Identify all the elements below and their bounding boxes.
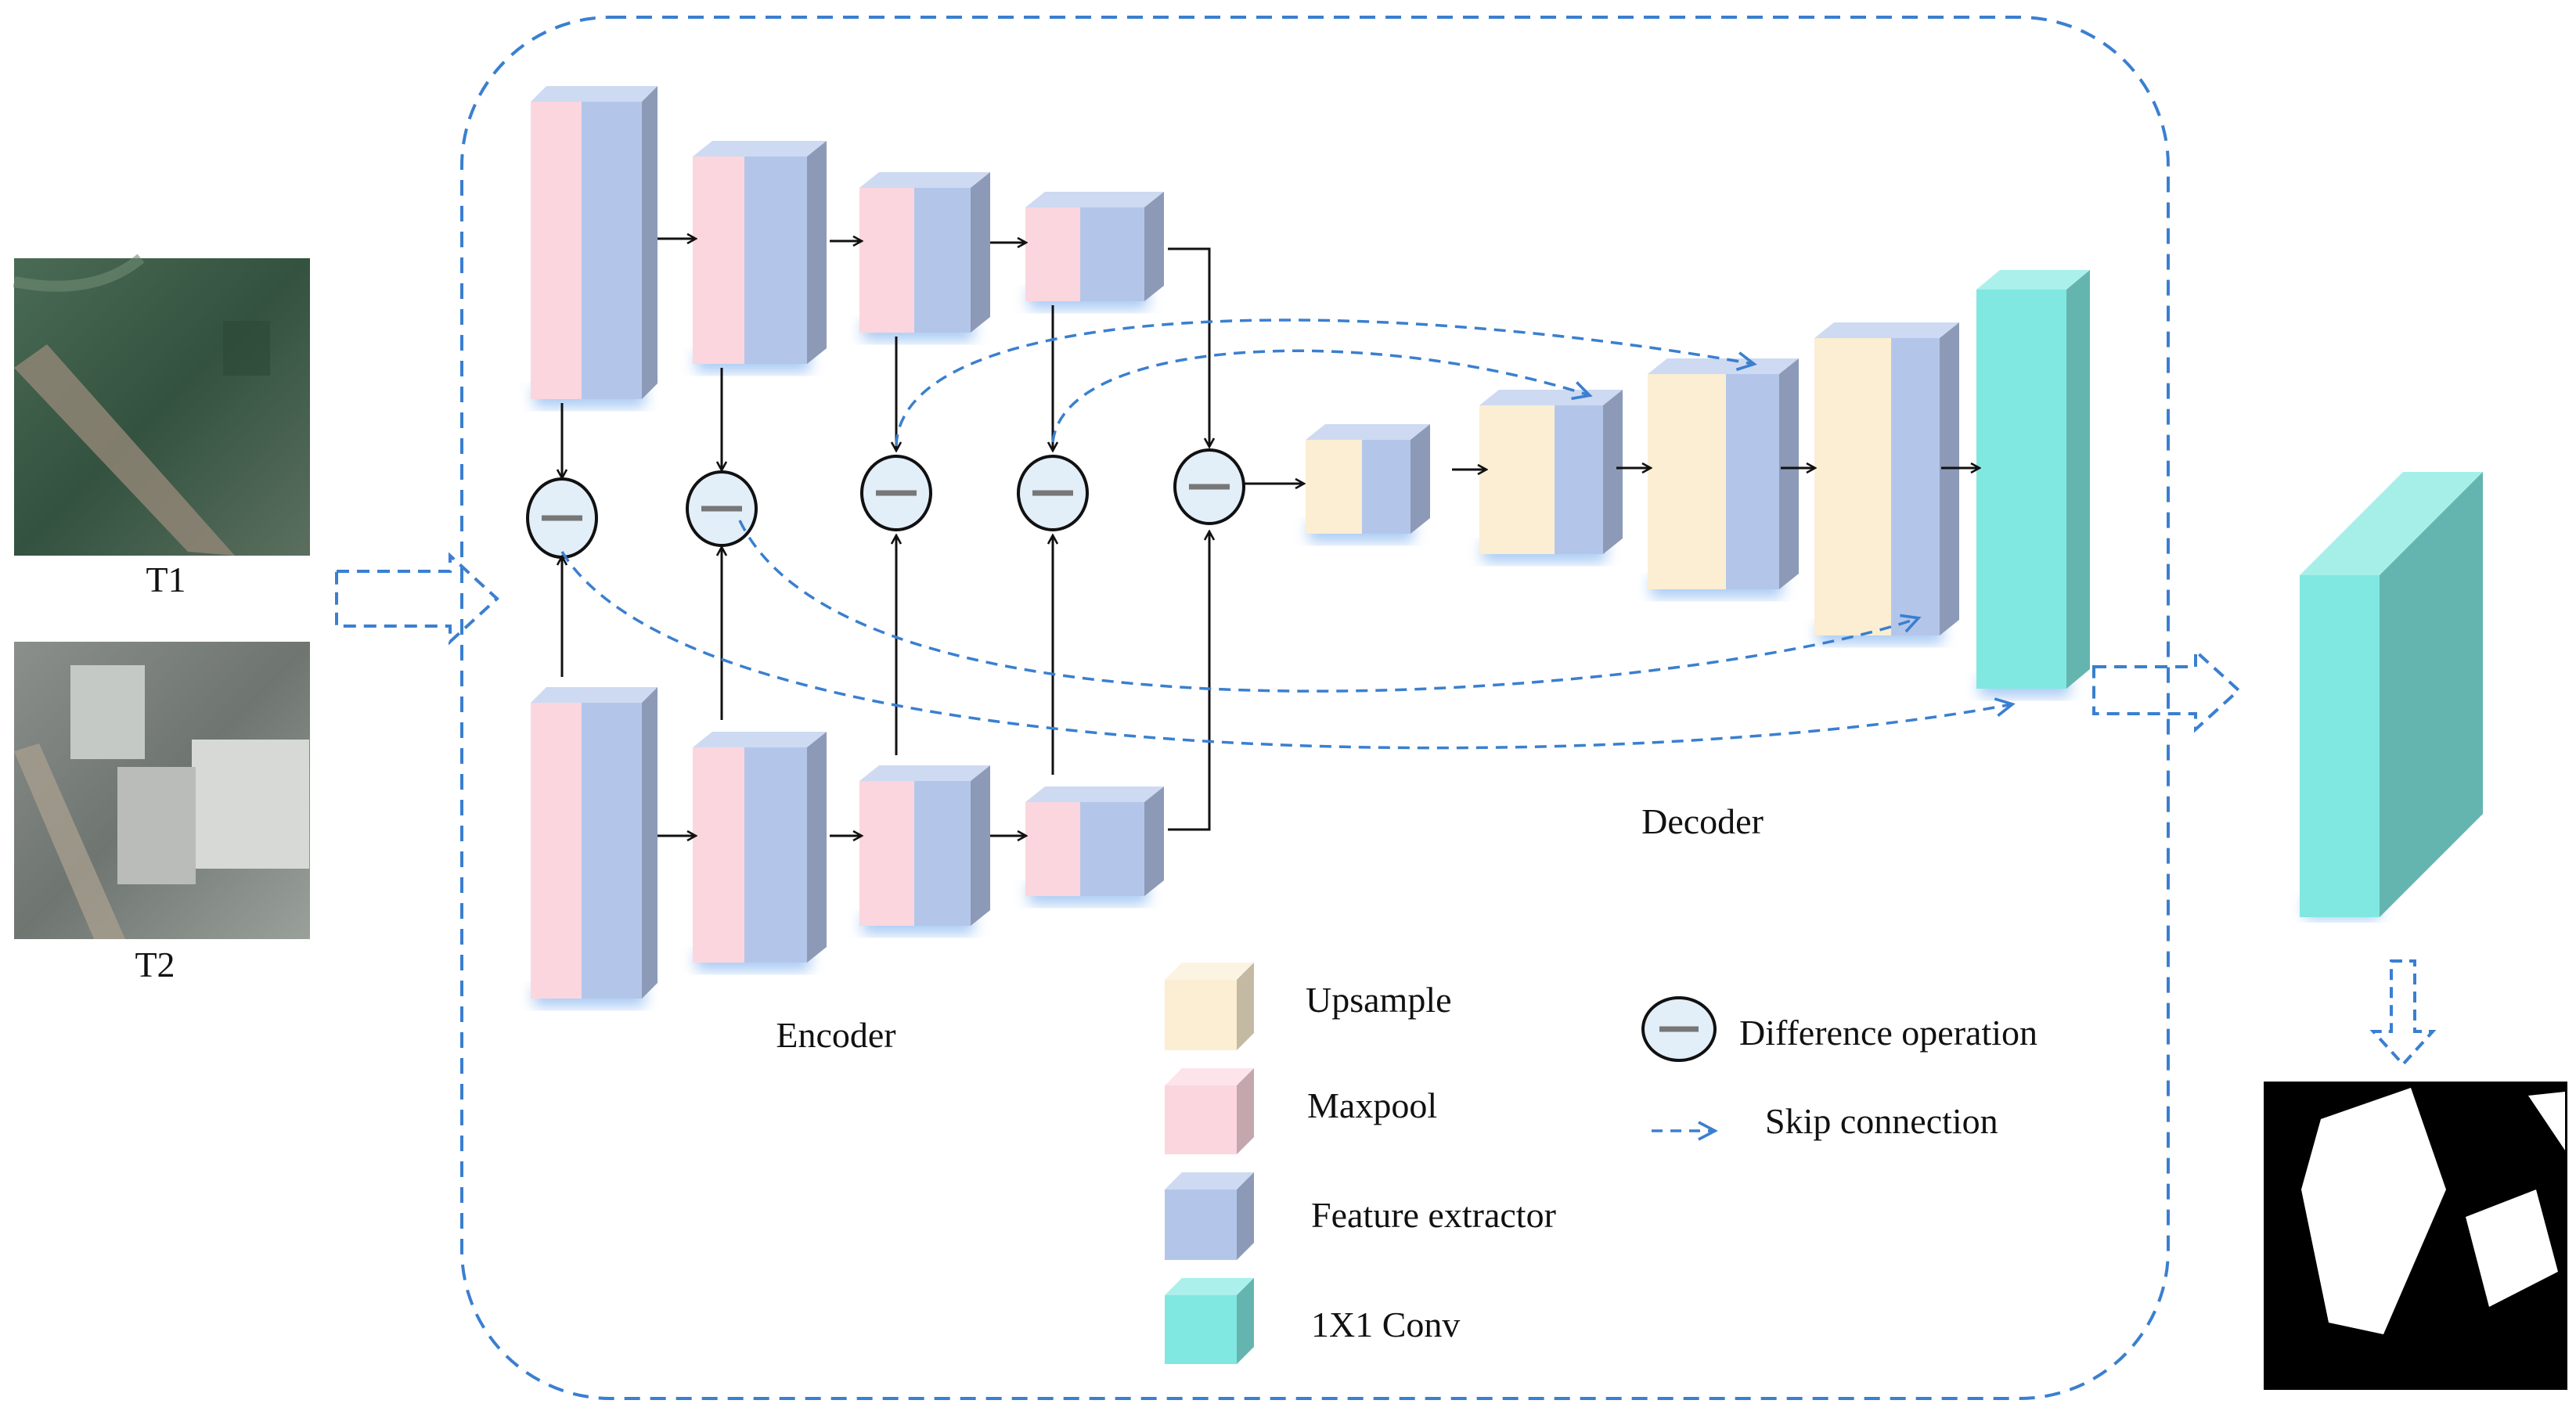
difference-node-4 [1017,455,1089,531]
change-mask [2264,1082,2567,1390]
legend-conv1x1-label: 1X1 Conv [1311,1305,1460,1344]
t2-image [14,642,310,939]
skip-connections [560,319,2016,750]
legend-skip-label: Skip connection [1765,1101,1998,1141]
t1-label: T1 [146,560,186,599]
legend: Upsample Maxpool Feature extractor 1X1 C… [1306,980,2037,1344]
encoder3-block-top [859,172,990,340]
difference-node-3 [860,455,932,531]
encoder1-block-top [531,86,658,407]
encoder2-block-top [693,141,827,372]
conv1x1-block [1976,270,2090,697]
legend-upsample-swatch [1165,963,1254,1050]
encoder4-block-top [1025,192,1164,309]
input-arrow [335,552,499,646]
decoder1-block [1306,424,1430,542]
legend-maxpool-label: Maxpool [1307,1085,1437,1125]
decoder-label: Decoder [1641,801,1764,841]
legend-feature-extractor-swatch [1165,1172,1254,1260]
output-arrow [2092,647,2241,733]
output-feature-map [2300,472,2483,918]
encoder4-block-bottom [1025,786,1164,904]
difference-node-2 [686,470,758,547]
encoder-flow-arrows [562,239,1979,836]
encoder1-block-bottom [531,687,658,1006]
legend-conv1x1-swatch [1165,1278,1254,1364]
difference-node-5 [1173,448,1245,525]
network-container [460,16,2170,1400]
decoder2-block [1479,390,1623,562]
encoder3-block-bottom [859,765,990,934]
decoder3-block [1648,358,1799,597]
mask-arrow [2369,959,2437,1067]
legend-upsample-label: Upsample [1306,980,1452,1020]
legend-difference-label: Difference operation [1739,1013,2037,1053]
encoder-label: Encoder [776,1015,895,1055]
t2-label: T2 [135,945,175,984]
legend-maxpool-swatch [1165,1068,1254,1154]
decoder4-block [1814,322,1959,643]
encoder2-block-bottom [693,732,827,970]
legend-feature-extractor-label: Feature extractor [1311,1195,1556,1235]
t1-image [13,254,310,556]
legend-difference-node-icon [1641,996,1717,1062]
difference-node-1 [526,477,598,559]
